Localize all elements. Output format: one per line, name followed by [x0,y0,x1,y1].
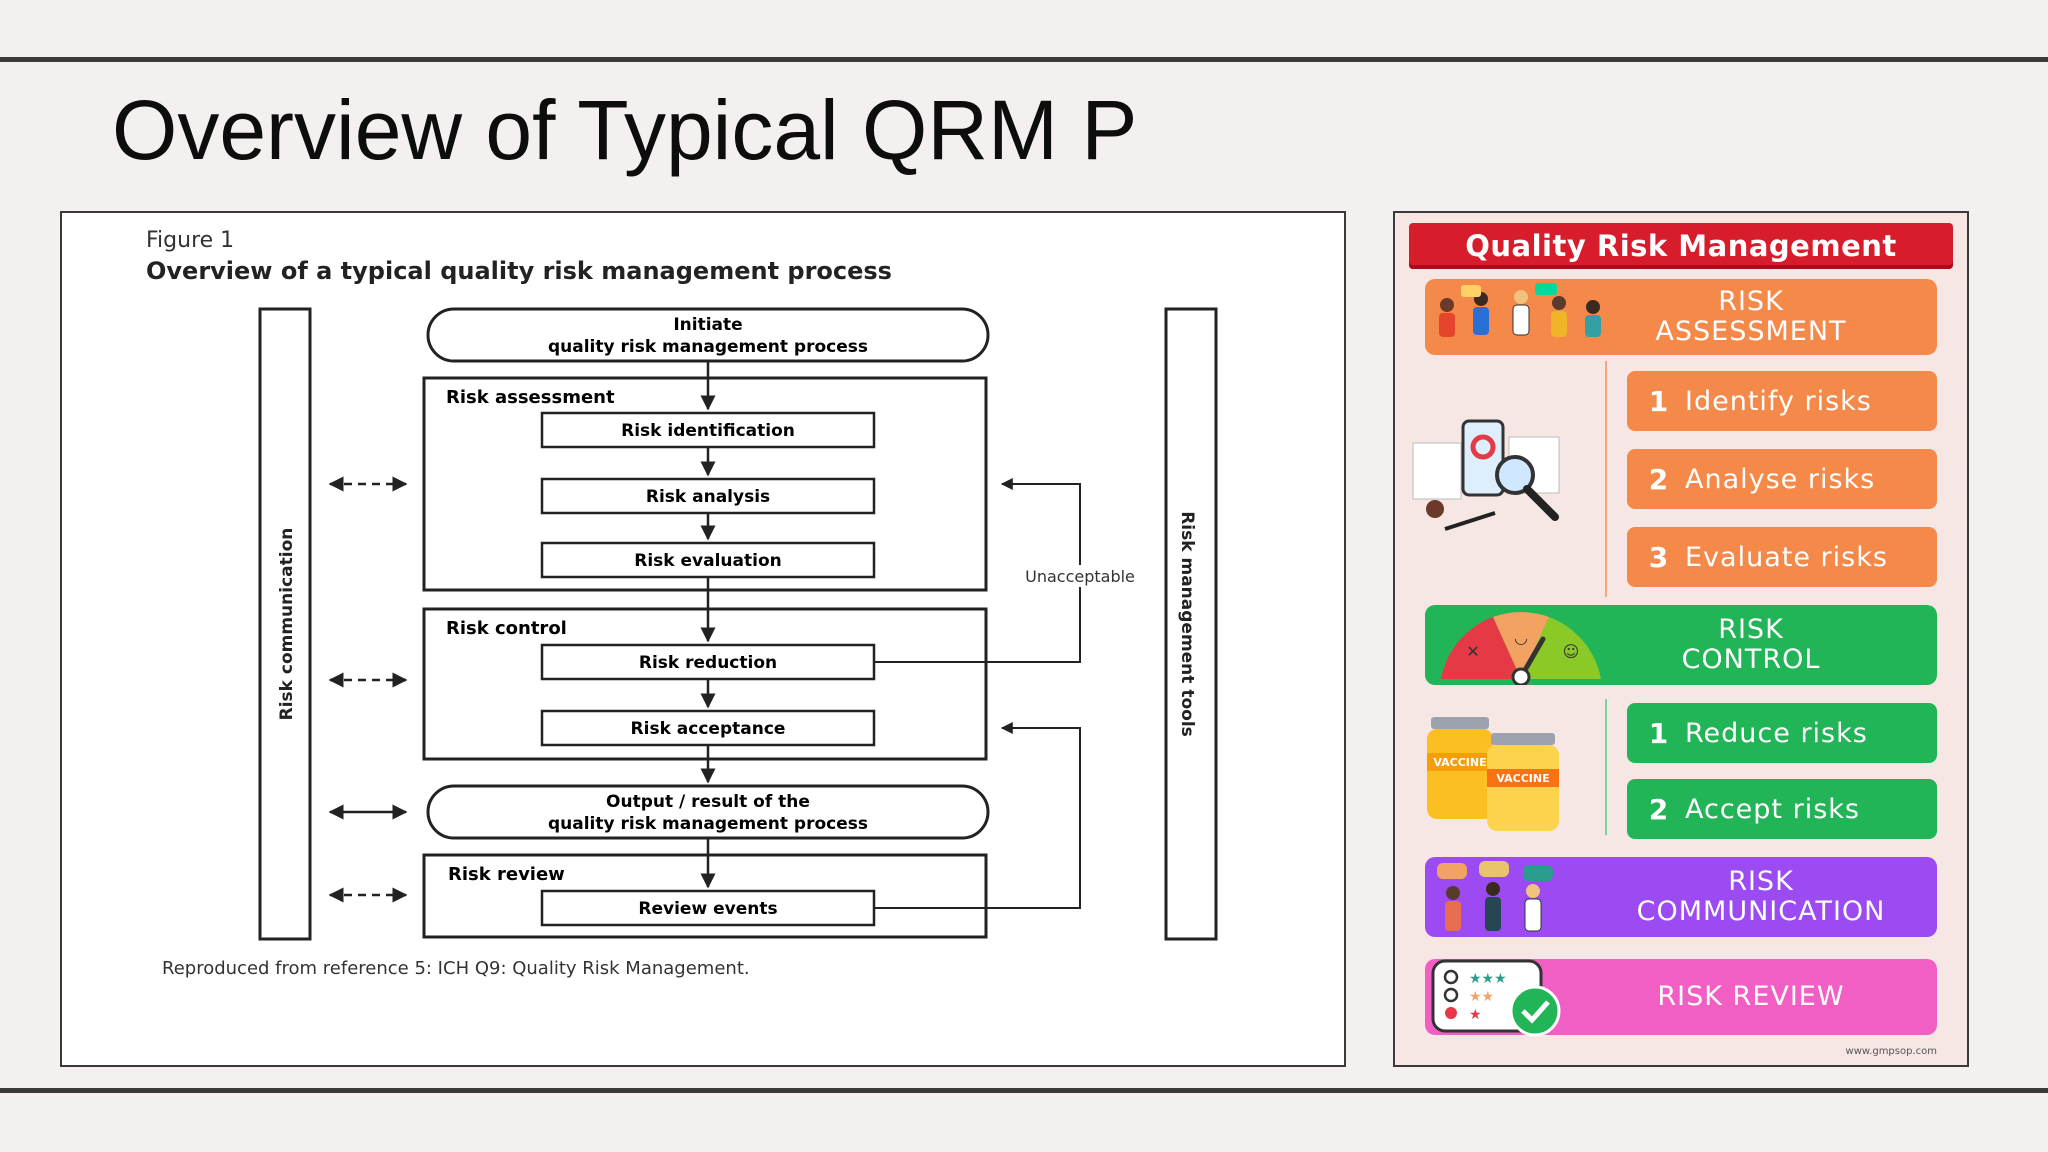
analysis-magnifier-icon [1412,419,1560,531]
risk-evaluation-box [540,541,876,579]
analyse-risks-step: 2 Analyse risks [1627,449,1937,509]
analyse-risks-number: 2 [1648,462,1670,496]
risk-assessment-group [422,376,988,592]
risk-control-title: Risk control [446,618,567,639]
vaccine-vial-label-2: VACCINE [1496,772,1549,785]
risk-evaluation-label: Risk evaluation [634,551,781,571]
unacceptable-bg [1020,565,1142,587]
reference-note: Reproduced from reference 5: ICH Q9: Qua… [162,958,750,979]
slide-title: Overview of Typical QRM P [112,83,1138,177]
evaluate-risks-number: 3 [1648,540,1670,574]
qrm-flowchart: Figure 1 Overview of a typical quality r… [146,228,1218,979]
reduce-risks-number: 1 [1648,716,1670,750]
risk-assessment-card: RISK ASSESSMENT [1425,279,1937,355]
review-checklist-icon: ★★★ ★★ ★ [1431,959,1561,1037]
accept-risks-label: Accept risks [1685,793,1860,825]
output-line2: quality risk management process [548,814,868,834]
figure-label: Figure 1 [146,228,234,253]
analyse-risks-label: Analyse risks [1685,463,1876,495]
vaccine-vials-icon: VACCINE VACCINE [1427,717,1559,831]
risk-control-group [422,607,988,761]
risk-reduction-box [540,643,876,681]
reduce-risks-step: 1 Reduce risks [1627,703,1937,763]
reduce-risks-label: Reduce risks [1685,717,1868,749]
risk-tools-label: Risk management tools [1177,511,1197,737]
feedback-loops [874,478,1081,909]
figure-caption: Overview of a typical quality risk manag… [146,257,892,285]
svg-text:★: ★ [1469,1007,1482,1023]
risk-assessment-title: Risk assessment [446,387,615,408]
identify-risks-label: Identify risks [1685,385,1872,417]
risk-communication-bar [258,307,312,941]
qrm-process-figure: Figure 1 Overview of a typical quality r… [60,211,1346,1067]
svg-text:✕: ✕ [1466,642,1479,661]
bottom-rule [0,1088,2048,1093]
risk-control-card-label: RISK CONTROL [1681,614,1821,675]
team-people-icon [1439,283,1601,337]
risk-communication-label: Risk communication [277,528,297,721]
risk-identification-box [540,411,876,449]
communication-arrows [328,476,408,903]
risk-communication-card-label: RISK COMMUNICATION [1636,866,1886,927]
risk-communication-card: RISK COMMUNICATION [1425,857,1937,937]
risk-analysis-label: Risk analysis [646,487,770,507]
risk-review-group [422,853,988,939]
evaluate-risks-step: 3 Evaluate risks [1627,527,1937,587]
review-events-box [540,889,876,927]
risk-gauge-icon: ✕ ◡ ☺ [1441,612,1601,685]
top-rule [0,57,2048,62]
vaccine-vial-label-1: VACCINE [1433,756,1486,769]
unacceptable-label: Unacceptable [1025,567,1135,586]
output-line1: Output / result of the [606,792,810,812]
risk-reduction-label: Risk reduction [639,653,777,673]
risk-review-title: Risk review [448,864,565,885]
svg-text:★★: ★★ [1469,989,1494,1005]
identify-risks-number: 1 [1648,384,1670,418]
risk-review-card-label: RISK REVIEW [1657,981,1845,1012]
initiate-line2: quality risk management process [548,337,868,357]
risk-identification-label: Risk identification [621,421,795,441]
control-steps-connector [1605,699,1607,835]
identify-risks-step: 1 Identify risks [1627,371,1937,431]
risk-acceptance-label: Risk acceptance [631,719,786,739]
assessment-steps-connector [1605,361,1607,597]
review-events-label: Review events [638,899,777,919]
risk-acceptance-box [540,709,876,747]
infographic-credit: www.gmpsop.com [1845,1046,1937,1057]
communication-people-icon [1437,861,1553,932]
infographic-banner: Quality Risk Management [1409,223,1953,269]
accept-risks-step: 2 Accept risks [1627,779,1937,839]
risk-assessment-card-label: RISK ASSESSMENT [1655,286,1847,347]
qrm-infographic: Quality Risk Management RISK ASSESSMENT … [1393,211,1969,1067]
svg-text:☺: ☺ [1563,642,1580,661]
svg-text:◡: ◡ [1514,628,1528,647]
evaluate-risks-label: Evaluate risks [1685,541,1888,573]
svg-text:★★★: ★★★ [1469,971,1507,987]
initiate-line1: Initiate [673,315,742,335]
risk-tools-bar [1164,307,1218,941]
accept-risks-number: 2 [1648,792,1670,826]
